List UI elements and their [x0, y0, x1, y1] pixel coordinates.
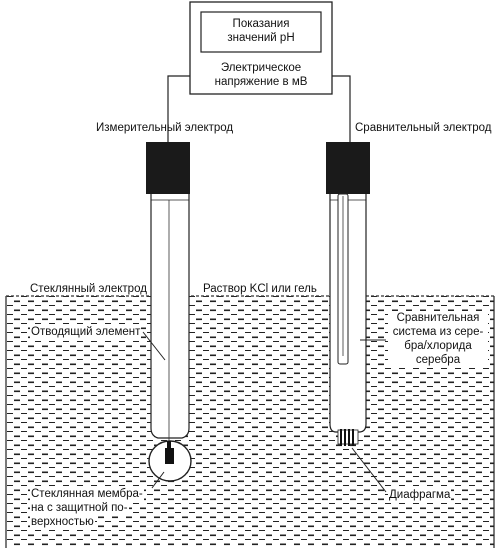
reference-system-label-line3: бра/хлорида	[388, 339, 488, 353]
voltage-label-line2: напряжение в мВ	[214, 76, 308, 88]
glass-membrane-label-line2: на с защитной по-	[30, 501, 129, 515]
glass-membrane-label-line3: верхностью	[30, 515, 95, 529]
glass-membrane-label-line1: Стеклянная мембра-	[30, 487, 144, 501]
leader-lead-element	[142, 331, 166, 361]
reference-electrode-label: Сравнительный электрод	[355, 122, 492, 134]
connection-wires	[167, 75, 351, 142]
reference-electrode	[326, 142, 370, 446]
measuring-electrode	[146, 142, 192, 482]
meter-display	[200, 11, 322, 53]
lead-element-label: Отводящий элемент	[30, 325, 142, 339]
measuring-electrode-body	[150, 194, 190, 439]
leader-lines	[142, 331, 387, 493]
wire-to-measuring-electrode	[167, 75, 190, 142]
wire-to-reference-electrode	[332, 75, 351, 142]
reference-system-label-line4: серебра	[388, 353, 488, 367]
display-label-line2: значений рН	[227, 32, 295, 44]
leader-glass-membrane	[151, 471, 165, 489]
reference-electrode-cap	[326, 142, 370, 194]
voltage-label-line1: Электрическое	[220, 62, 302, 74]
glass-electrode-label: Стеклянный электрод	[30, 283, 147, 295]
ph-meter	[189, 1, 333, 95]
diaphragm-label: Диафрагма	[388, 488, 452, 502]
leader-diaphragm	[351, 447, 387, 493]
display-label-line1: Показания	[232, 18, 290, 30]
measuring-electrode-label: Измерительный электрод	[96, 122, 234, 134]
diaphragm	[337, 429, 359, 446]
inner-reference-element	[165, 448, 174, 464]
reference-system-label-line2: система из сере-	[388, 325, 488, 339]
measuring-electrode-cap	[146, 142, 190, 194]
reference-system-label-line1: Сравнительная	[388, 311, 488, 325]
kcl-solution-label: Раствор KCl или гель	[203, 283, 317, 295]
